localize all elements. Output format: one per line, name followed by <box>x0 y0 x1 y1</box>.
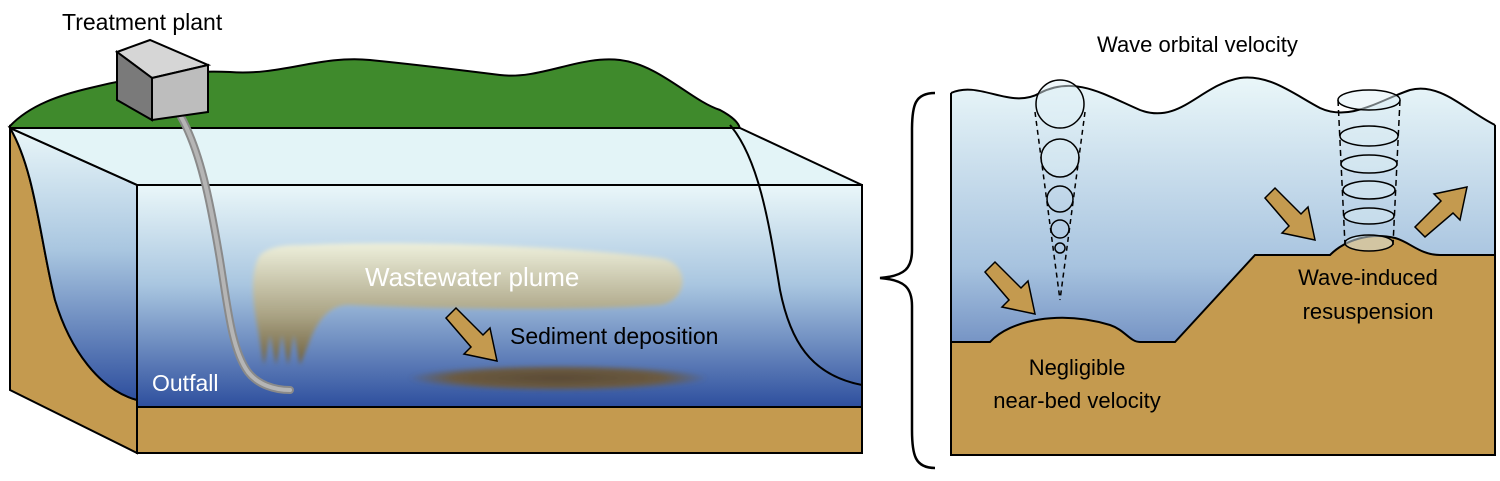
deposition-arrow <box>444 306 498 362</box>
treatment-plant-building <box>114 38 212 122</box>
negligible-label-2: near-bed velocity <box>993 388 1161 413</box>
treatment-plant-label: Treatment plant <box>62 9 223 35</box>
resuspension-label-2: resuspension <box>1303 299 1434 324</box>
wastewater-plume-label: Wastewater plume <box>365 262 579 292</box>
wastewater-plume <box>253 243 683 365</box>
right-panel: Wave orbital velocity Negligible near-be… <box>950 32 1496 456</box>
wave-orbital-velocity-label: Wave orbital velocity <box>1097 32 1298 57</box>
negligible-label-1: Negligible <box>1029 355 1126 380</box>
arrow-down-left-deep <box>983 260 1036 315</box>
arrow-up-resuspension <box>1413 186 1468 239</box>
sediment-deposition-label: Sediment deposition <box>510 323 718 349</box>
deep-orbital-circles <box>1034 79 1086 301</box>
sediment-deposit <box>408 365 708 391</box>
curly-brace <box>879 91 936 470</box>
arrow-down-shallow <box>1263 186 1316 241</box>
seabed-profile <box>950 234 1496 456</box>
left-panel: Treatment plant Wastewater plume Sedimen… <box>7 9 863 455</box>
water-surface <box>10 128 862 185</box>
far-shoreline <box>729 124 863 386</box>
outfall-label: Outfall <box>152 370 218 396</box>
water-left-face <box>7 125 138 402</box>
resuspension-label-1: Wave-induced <box>1298 265 1438 290</box>
seabed-slab <box>136 406 863 454</box>
shallow-orbital-ellipses <box>1337 89 1401 252</box>
